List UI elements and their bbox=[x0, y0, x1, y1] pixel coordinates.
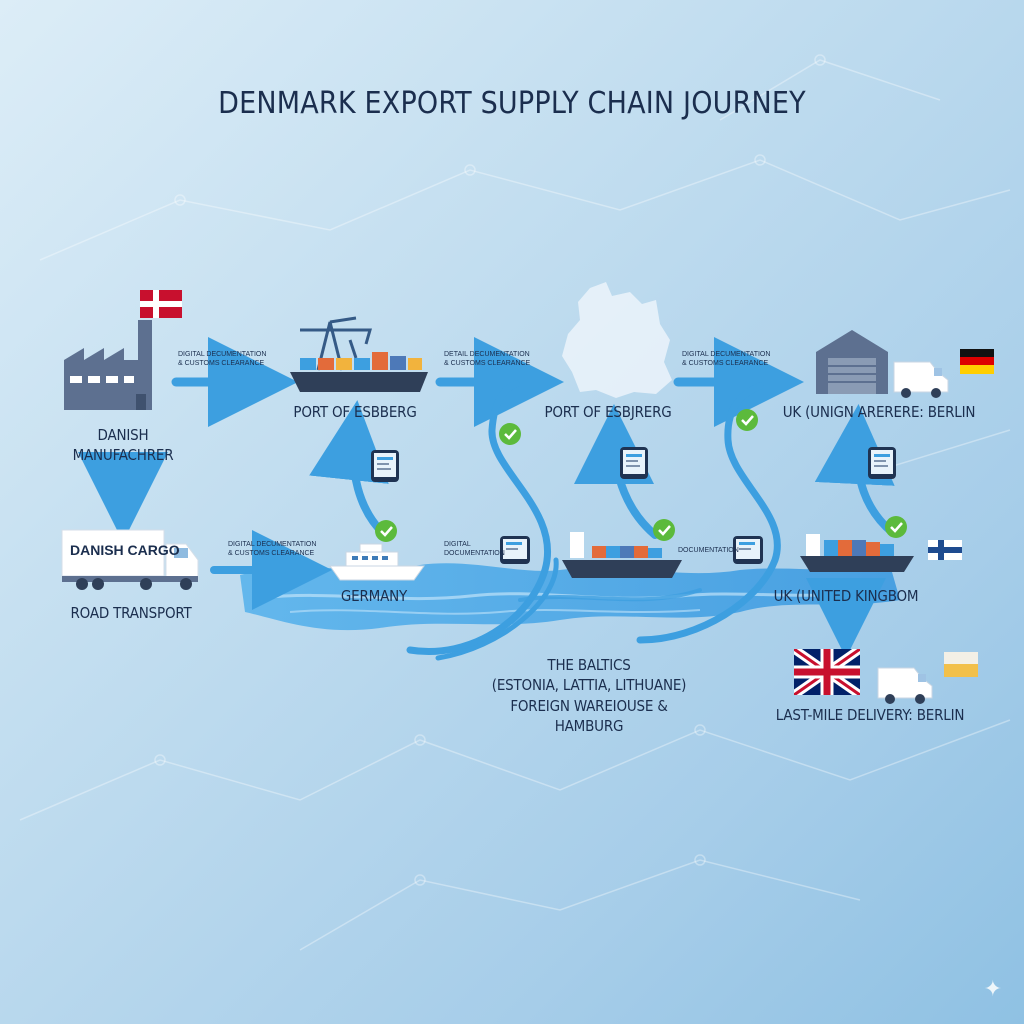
arrow-note-road: DIGITAL DECUMENTATION & CUSTOMS CLEARANC… bbox=[228, 541, 317, 557]
arrow-note-3: DIGITAL DECUMENTATION & CUSTOMS CLEARANC… bbox=[682, 351, 771, 367]
node-label-port-1: PORT OF ESBBERG bbox=[293, 403, 417, 421]
background-network bbox=[19, 54, 1011, 951]
arrow-note-2: DETAIL DECUMENTATION & CUSTOMS CLEARANCE bbox=[444, 351, 531, 367]
swoop-arrow-3 bbox=[636, 382, 781, 644]
node-label-manufacturer: DANISH MANUFACHRER bbox=[72, 426, 174, 465]
check-icon bbox=[375, 520, 397, 542]
arrow-note-sea-2: DOCUMENTATION bbox=[678, 547, 739, 554]
tablet-icon bbox=[620, 447, 648, 479]
swoop-arrow-1 bbox=[406, 380, 551, 655]
node-label-uk-top: UK (UNIGN ARERERE: BERLIN bbox=[782, 403, 976, 421]
node-label-germany: GERMANY bbox=[340, 587, 408, 605]
factory-icon bbox=[64, 320, 152, 410]
arrow-up-2 bbox=[574, 404, 659, 539]
germany-flag-icon bbox=[960, 349, 994, 374]
sparkle-icon: ✦ bbox=[983, 976, 1002, 1001]
warehouse-icon bbox=[816, 330, 888, 394]
arrow-up-1 bbox=[309, 400, 389, 539]
flag-icon bbox=[944, 652, 978, 677]
tablet-icon bbox=[371, 450, 399, 482]
delivery-van-icon bbox=[877, 667, 933, 704]
tablet-icon bbox=[868, 447, 896, 479]
flow-arrows bbox=[78, 337, 897, 661]
cargo-ship-icon bbox=[800, 534, 914, 572]
delivery-van-icon bbox=[893, 361, 949, 398]
uk-flag-icon bbox=[794, 649, 860, 695]
cargo-ship-icon bbox=[290, 352, 428, 392]
cargo-ship-icon bbox=[562, 532, 682, 578]
cargo-truck-icon bbox=[61, 529, 199, 590]
truck-cargo-label: DANISH CARGO bbox=[70, 542, 180, 558]
swoop-arrow-4 bbox=[518, 588, 702, 602]
node-label-uk: UK (UNITED KINGBOM bbox=[773, 587, 919, 605]
check-icon bbox=[885, 516, 907, 538]
node-label-last-mile: LAST-MILE DELIVERY: BERLIN bbox=[775, 706, 965, 724]
finland-flag-icon bbox=[928, 540, 962, 560]
node-label-port-2: PORT OF ESBJRERG bbox=[544, 403, 672, 421]
tablet-icon bbox=[733, 536, 763, 564]
page-title: DENMARK EXPORT SUPPLY CHAIN JOURNEY bbox=[218, 86, 806, 121]
arrow-note-1: DIGITAL DECUMENTATION & CUSTOMS CLEARANC… bbox=[178, 351, 267, 367]
denmark-flag-icon bbox=[140, 290, 182, 318]
node-label-baltics: THE BALTICS (ESTONIA, LATTIA, LITHUANE) … bbox=[491, 656, 687, 735]
port-crane-icon bbox=[300, 316, 372, 371]
arrow-note-sea-1: DIGITAL DOCUMENTATION bbox=[444, 541, 505, 557]
swoop-arrow-2 bbox=[435, 557, 559, 661]
check-icon bbox=[736, 409, 758, 431]
check-icon bbox=[499, 423, 521, 445]
tablet-icons bbox=[371, 447, 896, 564]
tablet-icon bbox=[500, 536, 530, 564]
node-label-road-transport: ROAD TRANSPORT bbox=[70, 604, 192, 622]
check-icon bbox=[653, 519, 675, 541]
arrow-up-3 bbox=[814, 404, 897, 537]
ferry-icon bbox=[329, 543, 425, 581]
germany-map-icon bbox=[562, 282, 672, 398]
check-icons bbox=[375, 409, 907, 542]
